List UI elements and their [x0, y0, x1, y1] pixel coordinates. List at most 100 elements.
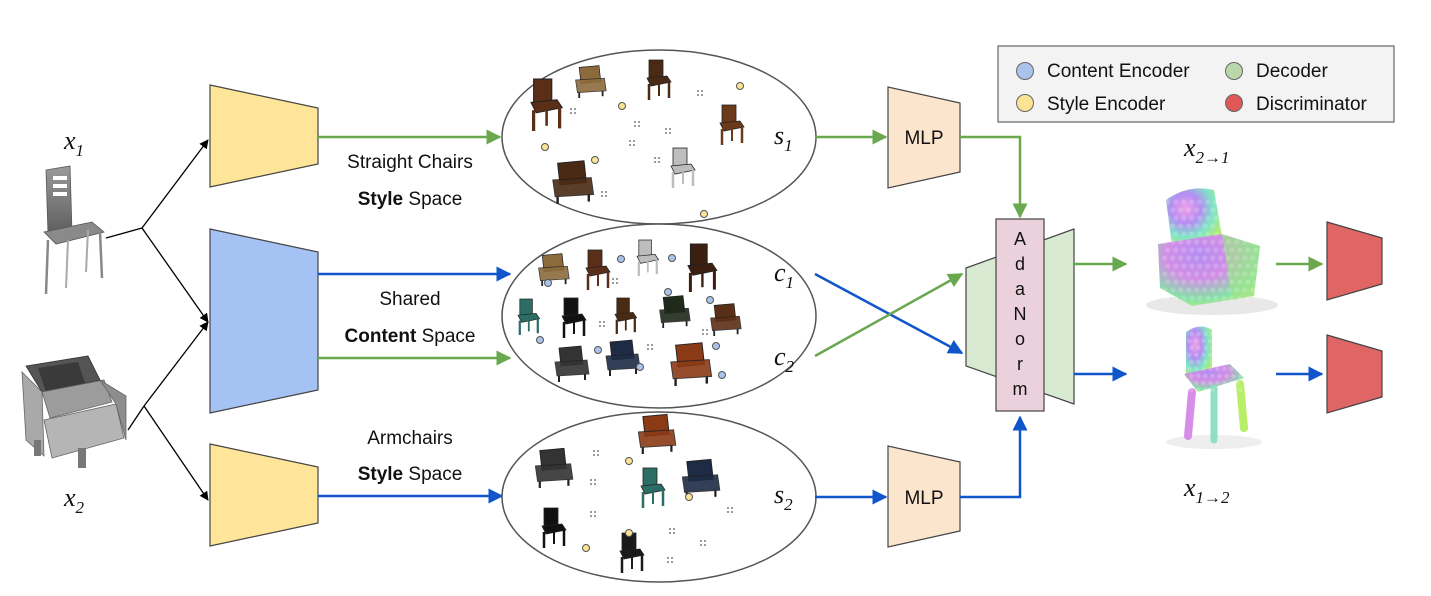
latent-point — [582, 544, 590, 552]
chair-thumbnail — [636, 239, 660, 277]
c2-label: c2 — [774, 342, 795, 376]
latent-points-middle — [536, 254, 726, 379]
latent-point — [625, 529, 633, 537]
chair-thumbnail — [687, 243, 718, 293]
x1-label: x1 — [63, 126, 84, 160]
latent-point — [594, 346, 602, 354]
latent-points-top — [541, 82, 744, 218]
adanorm-letter: r — [1017, 354, 1023, 374]
latent-point — [718, 371, 726, 379]
chair-thumbnail — [670, 342, 713, 387]
latent-cluster — [590, 479, 596, 485]
chair-thumbnail — [554, 345, 590, 382]
latent-cluster — [590, 511, 596, 517]
latent-point — [700, 210, 708, 218]
latent-point — [685, 493, 693, 501]
latent-point — [668, 254, 676, 262]
chair-thumbnail — [646, 59, 672, 100]
legend-discriminator-swatch — [1225, 94, 1243, 112]
chair-thumbnail — [637, 413, 677, 455]
style-encoder-top — [209, 84, 319, 188]
latent-cluster — [654, 157, 660, 163]
arrow-c1-to-decoder — [814, 272, 964, 355]
s1-label: s1 — [774, 121, 793, 155]
latent-cluster — [700, 540, 706, 546]
adanorm-letter: a — [1015, 279, 1026, 299]
chair-thumbnail — [670, 147, 696, 188]
mlp-bottom-label: MLP — [904, 488, 943, 509]
legend: Content Encoder Decoder Style Encoder Di… — [997, 45, 1395, 123]
mlp-bottom: MLP — [887, 445, 961, 548]
input-x1: x1 — [43, 126, 105, 295]
shared-label: Shared — [379, 289, 440, 310]
armchair-image — [21, 355, 127, 468]
latent-point — [591, 156, 599, 164]
latent-cluster — [727, 507, 733, 513]
adanorm-letter: o — [1015, 329, 1025, 349]
latent-cluster — [634, 121, 640, 127]
latent-point — [536, 336, 544, 344]
chair-thumbnail — [552, 160, 595, 205]
adanorm-letter: m — [1013, 379, 1028, 399]
chair-thumbnail — [585, 249, 611, 290]
discriminator-bottom — [1326, 334, 1383, 414]
chair-thumbnails-middle — [517, 239, 742, 387]
input-arrows — [105, 139, 209, 501]
chair-thumbnail — [538, 253, 570, 287]
output-chair-pointcloud — [1166, 326, 1262, 449]
chair-thumbnail — [530, 78, 564, 131]
latent-cluster — [669, 528, 675, 534]
style-encoder-bottom — [209, 443, 319, 547]
chair-thumbnail — [659, 295, 691, 329]
straight-chairs-style-space — [501, 49, 817, 225]
chair-thumbnail — [517, 298, 541, 336]
straight-chair-image — [43, 165, 105, 295]
adanorm-letter: N — [1014, 304, 1027, 324]
straight-chairs-label: Straight Chairs — [347, 152, 473, 173]
input-x2: x2 — [21, 355, 127, 517]
latent-point — [617, 255, 625, 263]
latent-cluster — [697, 90, 703, 96]
x21-label: x2→1 — [1183, 133, 1230, 167]
latent-cluster — [570, 108, 576, 114]
x12-label: x1→2 — [1183, 473, 1230, 507]
arrow-mlp-top-to-adanorm — [960, 135, 1028, 219]
output-armchair-pointcloud — [1146, 188, 1278, 315]
legend-discriminator-label: Discriminator — [1256, 94, 1368, 115]
chair-thumbnails-top — [530, 59, 745, 205]
latent-cluster — [702, 329, 708, 335]
legend-decoder-swatch — [1225, 62, 1243, 80]
armchairs-style-space-label: Style Space — [358, 464, 463, 485]
chair-thumbnail — [561, 297, 587, 338]
mlp-top: MLP — [887, 86, 961, 189]
adanorm-letter: A — [1014, 229, 1026, 249]
latent-cluster — [593, 450, 599, 456]
latent-point — [706, 296, 714, 304]
armchairs-label: Armchairs — [367, 428, 453, 449]
chair-thumbnail — [719, 104, 745, 145]
arrow-c2-to-decoder — [814, 272, 964, 358]
content-encoder — [209, 228, 319, 414]
chair-thumbnail — [710, 303, 742, 337]
legend-style-encoder-swatch — [1016, 94, 1034, 112]
adanorm-letter: d — [1015, 254, 1025, 274]
latent-point — [712, 342, 720, 350]
chair-thumbnail — [640, 467, 666, 508]
shared-content-space-label: Content Space — [345, 326, 476, 347]
latent-cluster — [599, 321, 605, 327]
chair-thumbnail — [541, 507, 567, 548]
latent-point — [625, 457, 633, 465]
chair-thumbnail — [534, 447, 574, 489]
latent-cluster — [612, 278, 618, 284]
arrow-mlp-bottom-to-adanorm — [960, 415, 1028, 499]
latent-point — [736, 82, 744, 90]
legend-content-encoder-swatch — [1016, 62, 1034, 80]
latent-point — [544, 279, 552, 287]
latent-point — [541, 143, 549, 151]
latent-cluster — [647, 344, 653, 350]
chair-thumbnails-bottom — [534, 413, 721, 573]
latent-cluster — [601, 191, 607, 197]
latent-cluster — [665, 128, 671, 134]
latent-cluster — [629, 140, 635, 146]
